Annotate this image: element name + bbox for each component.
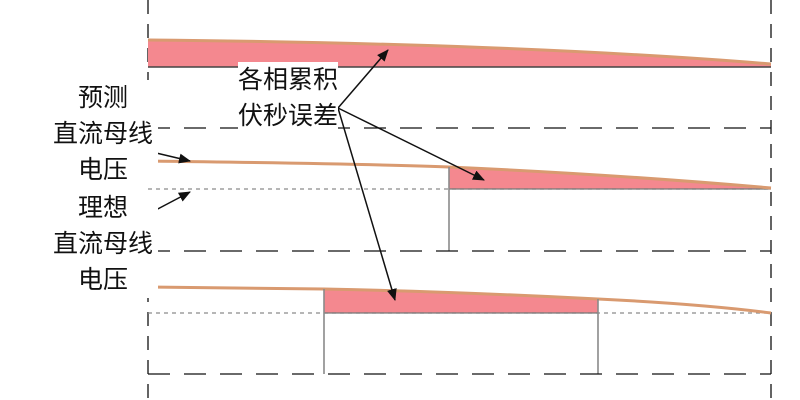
predicted-dc-bus-voltage-label: 预测 直流母线 电压: [48, 80, 158, 188]
phase-a-predicted-line: [147, 38, 772, 66]
error-arrow-phase-a: [337, 49, 389, 109]
phase-c-predicted-line: [147, 285, 772, 315]
error-arrow-phase-c: [337, 107, 397, 301]
phase-a-error-area: [148, 40, 771, 67]
phase-c-step-line: [323, 289, 599, 374]
predicted-voltage-arrow: [151, 151, 191, 164]
phase-c-waveform: [147, 285, 772, 375]
ideal-label-line-3: 电压: [77, 265, 128, 294]
predicted-label-line-1: 预测: [77, 83, 128, 112]
ideal-label-line-2: 直流母线: [52, 229, 153, 258]
annotation-arrows: [151, 49, 485, 301]
error-label-line-2: 伏秒误差: [237, 98, 338, 134]
phase-b-waveform: [147, 159, 772, 252]
ideal-dc-bus-voltage-label: 理想 直流母线 电压: [48, 190, 158, 298]
ideal-voltage-arrow: [151, 191, 191, 213]
predicted-label-line-3: 电压: [77, 155, 128, 184]
accumulated-volt-second-error-label: 各相累积 伏秒误差: [218, 62, 358, 134]
error-arrow-phase-b: [337, 107, 485, 181]
predicted-label-line-2: 直流母线: [52, 119, 153, 148]
ideal-label-line-1: 理想: [77, 193, 128, 222]
error-label-line-1: 各相累积: [237, 62, 338, 98]
